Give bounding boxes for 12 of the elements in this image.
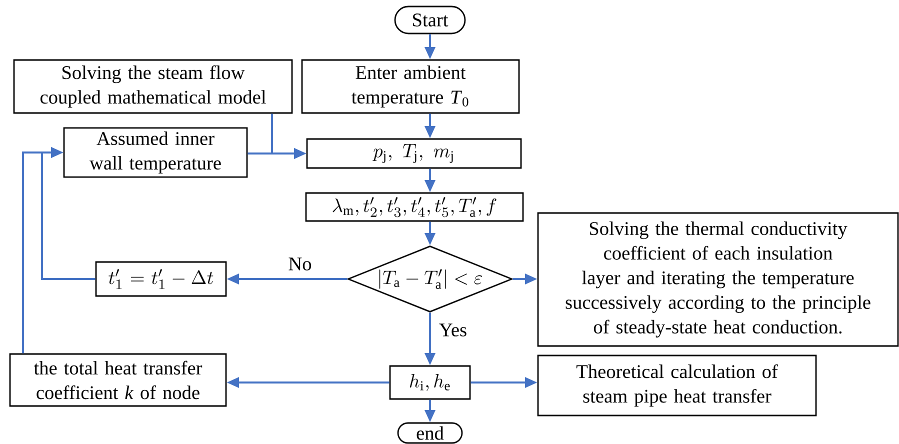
process-box: Solving the steam flow coupled mathematical model (13, 59, 293, 114)
edge-label: No (286, 256, 314, 272)
process-box: Enter ambient temperature T$_{0}$ (301, 59, 520, 114)
process-box: Theoretical calculation of steam pipe heat transfer (537, 354, 817, 416)
process-box: $p_{\mathrm{j}},\ T_{\mathrm{j}},\ m_{\mathrm{j}}$ (306, 138, 522, 169)
process-box: $h_{\mathrm{i}}, h_{\mathrm{e}}$ (389, 365, 471, 400)
process-box: Solving the thermal conductivity coefficient of each insulation layer and iterating the temperature successively according to the principle of steady-state heat conduction. (537, 212, 899, 347)
process-box: $t_1'=t_1'-\Delta t$ (95, 261, 227, 297)
edge-label: Yes (437, 322, 469, 338)
process-box: Assumed inner wall temperature (63, 127, 248, 178)
process-box: $\lambda_{\mathrm{m}}, t_2', t_3', t_4', t_5', T_{\mathrm{a}}', f$ (305, 192, 524, 222)
process-box: the total heat transfer coefficient k of node (9, 353, 227, 407)
